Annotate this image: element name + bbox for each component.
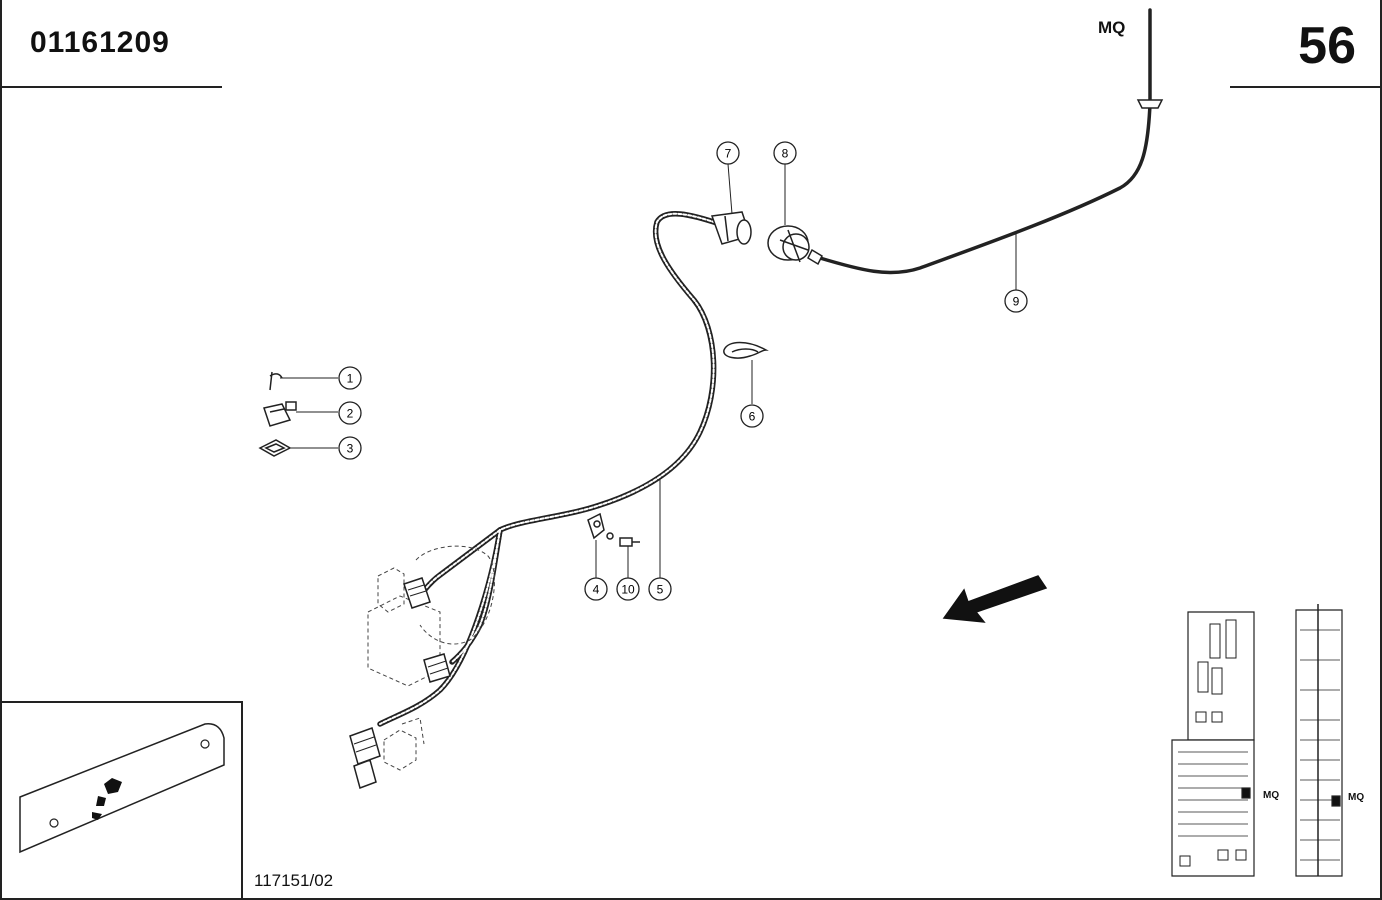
small-part-1-pin bbox=[269, 371, 283, 391]
leader-lines bbox=[280, 163, 1017, 578]
callout-5-label: 5 bbox=[657, 583, 664, 597]
callout-8-label: 8 bbox=[782, 147, 789, 161]
callout-6-label: 6 bbox=[749, 410, 756, 424]
callout-7: 7 bbox=[716, 141, 740, 165]
mq-label-top: MQ bbox=[1098, 18, 1126, 37]
screw-part-10 bbox=[619, 537, 640, 547]
callout-2: 2 bbox=[338, 401, 362, 425]
cable-clip-part-6 bbox=[723, 341, 769, 359]
harness-cable-core bbox=[379, 212, 721, 725]
document-number: 01161209 bbox=[30, 26, 170, 59]
connector-socket-part-8 bbox=[767, 225, 823, 266]
callout-8: 8 bbox=[773, 141, 797, 165]
callout-3-label: 3 bbox=[347, 442, 354, 456]
callout-10: 10 bbox=[616, 577, 640, 601]
antenna-grommet bbox=[1136, 99, 1164, 109]
callout-6: 6 bbox=[740, 404, 764, 428]
vehicle-locator-left bbox=[1171, 611, 1255, 877]
locator-mq-label-left: MQ bbox=[1263, 790, 1280, 801]
callout-1-label: 1 bbox=[347, 372, 354, 386]
vehicle-locator-right bbox=[1295, 604, 1343, 877]
callout-4-label: 4 bbox=[593, 583, 600, 597]
bracket-part-4 bbox=[587, 512, 614, 540]
locator-inset bbox=[0, 701, 243, 900]
page-number: 56 bbox=[1298, 17, 1356, 75]
callout-9: 9 bbox=[1004, 289, 1028, 313]
connector-plug-part-7 bbox=[710, 211, 752, 245]
harness-connectors bbox=[349, 577, 451, 789]
callout-4: 4 bbox=[584, 577, 608, 601]
figure-reference: 117151/02 bbox=[254, 871, 334, 890]
antenna-lead bbox=[818, 8, 1152, 275]
callout-9-label: 9 bbox=[1013, 295, 1020, 309]
direction-arrow-icon bbox=[942, 575, 1048, 623]
callout-7-label: 7 bbox=[725, 147, 732, 161]
callout-2-label: 2 bbox=[347, 407, 354, 421]
locator-mq-label-right: MQ bbox=[1348, 792, 1365, 803]
small-part-3-seal bbox=[258, 439, 292, 457]
callout-10-label: 10 bbox=[621, 583, 635, 597]
small-part-2-terminal bbox=[263, 401, 297, 427]
callout-3: 3 bbox=[338, 436, 362, 460]
callout-1: 1 bbox=[338, 366, 362, 390]
callout-5: 5 bbox=[648, 577, 672, 601]
